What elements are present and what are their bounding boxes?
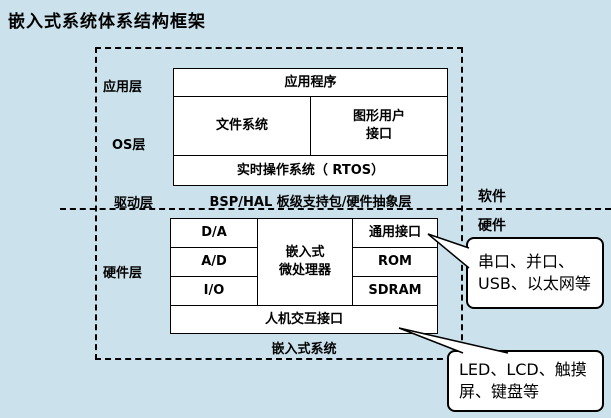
layer-label-hardware: 硬件层 xyxy=(103,266,143,281)
gui-box: 图形用户 接口 xyxy=(310,96,448,156)
layer-label-driver: 驱动层 xyxy=(114,196,154,211)
hmi-box: 人机交互接口 xyxy=(170,305,438,334)
microprocessor-box: 嵌入式 微处理器 xyxy=(257,218,353,306)
callout-general-interface: 串口、并口、USB、以太网等 xyxy=(466,237,604,309)
layer-label-os: OS层 xyxy=(112,138,146,153)
sdram-box: SDRAM xyxy=(352,276,438,306)
software-side-label: 软件 xyxy=(478,189,506,205)
io-box: I/O xyxy=(170,276,258,306)
page-title: 嵌入式系统体系结构框架 xyxy=(8,12,206,32)
application-box: 应用程序 xyxy=(173,68,448,97)
rtos-box: 实时操作系统（ RTOS） xyxy=(173,155,448,186)
hardware-side-label: 硬件 xyxy=(478,218,506,234)
da-box: D/A xyxy=(170,218,258,248)
general-interface-box: 通用接口 xyxy=(352,218,438,248)
ad-box: A/D xyxy=(170,247,258,277)
layer-label-application: 应用层 xyxy=(103,80,143,95)
software-hardware-divider xyxy=(60,208,611,210)
callout-hmi-devices: LED、LCD、触摸屏、键盘等 xyxy=(447,350,604,412)
rom-box: ROM xyxy=(352,247,438,277)
file-system-box: 文件系统 xyxy=(173,96,311,156)
system-dashed-frame xyxy=(95,47,463,360)
embedded-system-caption: 嵌入式系统 xyxy=(271,342,337,357)
bsp-hal-label: BSP/HAL 板级支持包/硬件抽象层 xyxy=(209,195,412,210)
